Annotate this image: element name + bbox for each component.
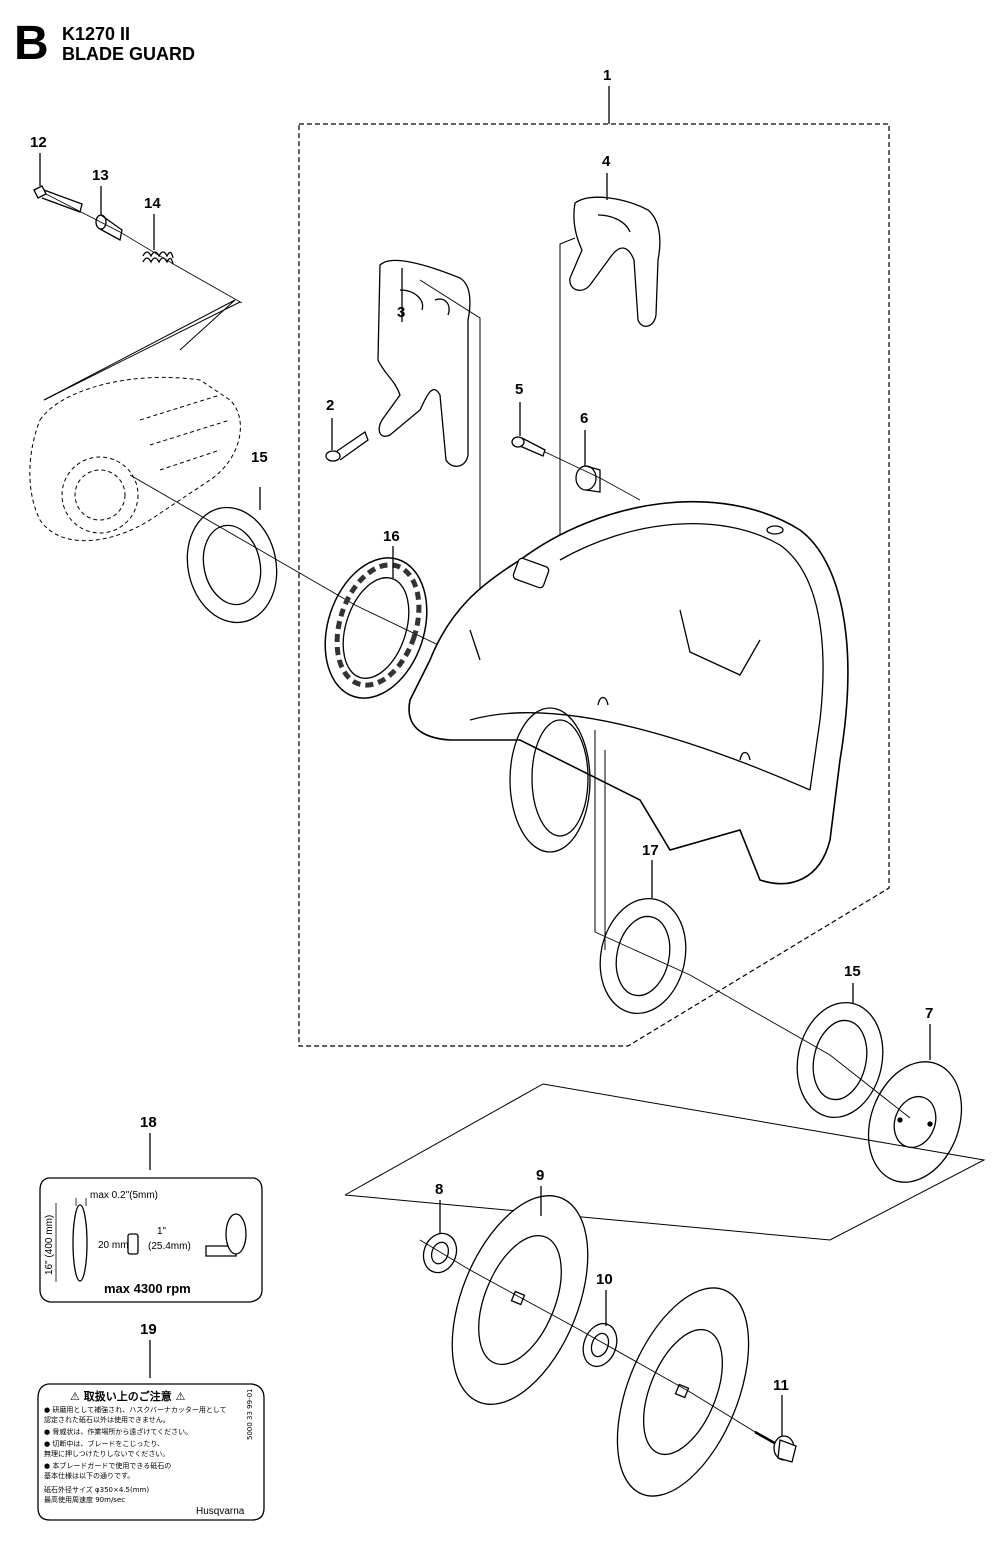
page-title: BLADE GUARD	[62, 44, 195, 64]
decal-19-line-2: 認定された砥石以外は使用できません。	[44, 1415, 170, 1424]
decal-19-line-9: 最高使用周速度 90m/sec	[44, 1495, 125, 1504]
callout-3: 3	[397, 304, 405, 321]
decal-19-line-3: ● 脅威状は、作業場所から遠ざけてください。	[44, 1427, 192, 1436]
part-11-bolt	[754, 1430, 797, 1463]
decal-19-title: ⚠ 取扱い上のご注意 ⚠	[70, 1389, 186, 1403]
callout-4: 4	[602, 153, 611, 170]
callout-15-left: 15	[251, 449, 268, 466]
decal-19-line-1: ● 研磨用として補強され、ハスクバーナカッター用として	[44, 1405, 227, 1414]
callout-6: 6	[580, 410, 588, 427]
lower-plane	[344, 1083, 986, 1241]
callout-14: 14	[144, 195, 161, 212]
part-19-decal	[37, 1383, 265, 1521]
decal-19-line-6: ● 本ブレードガードで使用できる砥石の	[44, 1461, 171, 1470]
part-12-bolt	[33, 185, 83, 213]
part-10-nut	[582, 1322, 618, 1368]
callout-7: 7	[925, 1005, 933, 1022]
callout-19: 19	[140, 1321, 157, 1338]
callout-18: 18	[140, 1114, 157, 1131]
decal-19-line-4: ● 切断中は、ブレードをこじったり、	[44, 1439, 164, 1448]
callout-11: 11	[773, 1377, 789, 1394]
callout-1: 1	[603, 67, 611, 84]
callout-8: 8	[435, 1181, 443, 1198]
callout-9: 9	[536, 1167, 544, 1184]
engine-plane	[43, 299, 236, 401]
part-4-handle	[569, 196, 661, 327]
decal-19-line-5: 無理に押しつけたりしないでください。	[44, 1449, 169, 1458]
callout-5: 5	[515, 381, 523, 398]
part-5-screw	[511, 436, 546, 457]
part-18-decal	[39, 1177, 263, 1303]
blade-guard-body	[408, 500, 849, 885]
part-8-nut	[422, 1232, 458, 1274]
decal-18-arbor-mm: 20 mm	[98, 1240, 129, 1251]
decal-18-max-offset: max 0.2"(5mm)	[90, 1190, 158, 1201]
part-3-bracket	[377, 259, 471, 467]
callout-12: 12	[30, 134, 47, 151]
callout-10: 10	[596, 1271, 613, 1288]
part-15-washer-left	[186, 506, 278, 624]
callout-16: 16	[383, 528, 400, 545]
part-6-spacer	[575, 465, 601, 493]
callout-17: 17	[642, 842, 659, 859]
part-15-washer-right	[796, 1001, 884, 1119]
decal-18-arbor-in: 1"	[157, 1226, 167, 1237]
engine-ghost	[29, 376, 241, 542]
decal-19-line-8: 砥石外径サイズ φ350×4.5(mm)	[44, 1485, 149, 1494]
part-17-washer	[599, 897, 687, 1015]
callout-15-right: 15	[844, 963, 861, 980]
part-16-ring	[324, 557, 428, 699]
decal-18-diameter: 16" (400 mm)	[44, 1215, 55, 1275]
decal-18-max-rpm: max 4300 rpm	[104, 1281, 191, 1296]
part-13-bushing	[95, 214, 123, 241]
section-letter: B	[14, 17, 49, 70]
part-blade-2	[616, 1287, 750, 1497]
model-name: K1270 II	[62, 24, 131, 44]
kit-1-boundary	[298, 123, 890, 1047]
callout-13: 13	[92, 167, 109, 184]
callout-2: 2	[326, 397, 334, 414]
decal-19-line-7: 基本仕様は以下の通りです。	[44, 1471, 134, 1480]
decal-19-brand: Husqvarna	[196, 1506, 245, 1517]
decal-18-arbor-in-mm: (25.4mm)	[148, 1241, 191, 1252]
part-14-spring	[142, 251, 174, 265]
decal-19-side-code: 5000 33 99-01	[246, 1388, 254, 1440]
part-2-screw	[325, 430, 369, 462]
part-9-blade	[451, 1195, 589, 1405]
